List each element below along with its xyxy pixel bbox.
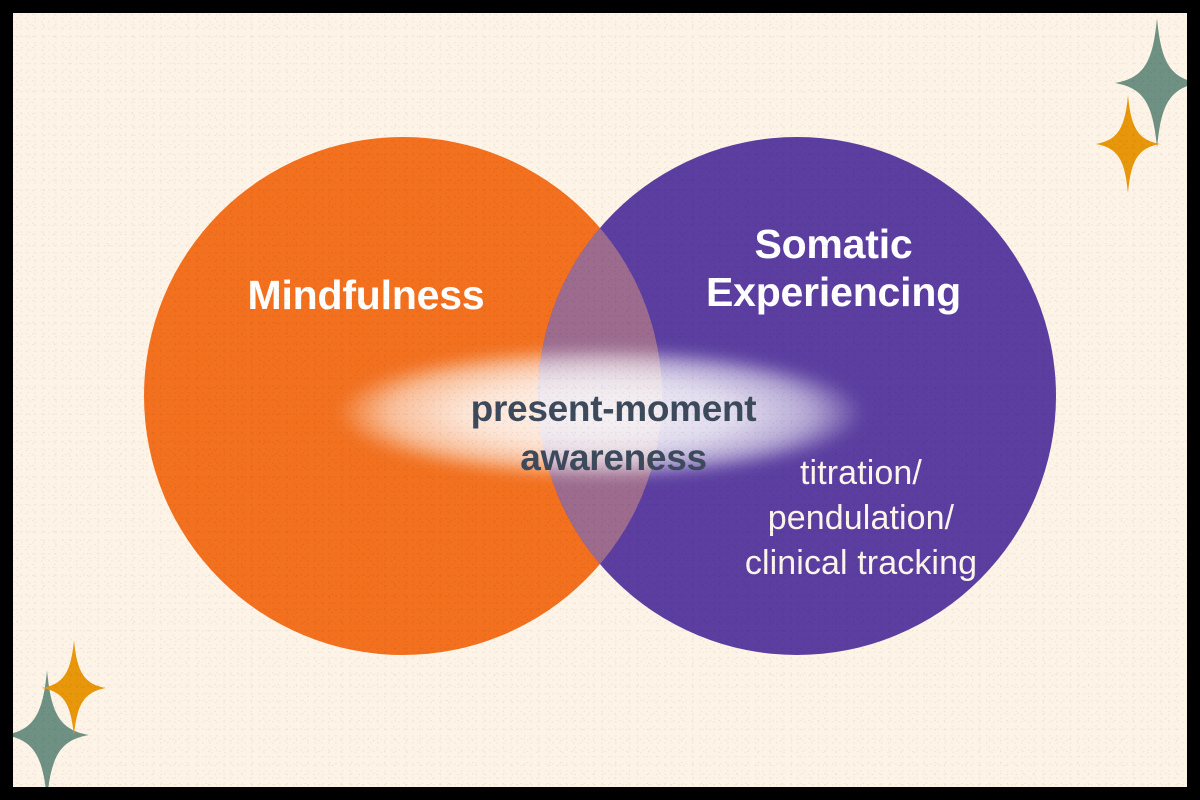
venn-detail-somatic-experiencing: titration/ pendulation/ clinical trackin…	[744, 454, 978, 583]
sparkle-orange-top-right-icon	[1096, 95, 1160, 193]
venn-label-somatic-experiencing: Somatic Experiencing	[705, 221, 962, 316]
sparkle-orange-bottom-left-icon	[42, 640, 106, 736]
venn-label-intersection: present-moment awareness	[470, 388, 757, 479]
sparkle-green-top-right-icon	[1115, 18, 1187, 148]
venn-intersection-ellipse	[337, 347, 863, 479]
sparkle-green-bottom-left-icon	[13, 670, 89, 787]
venn-label-mindfulness: Mindfulness	[247, 272, 485, 318]
